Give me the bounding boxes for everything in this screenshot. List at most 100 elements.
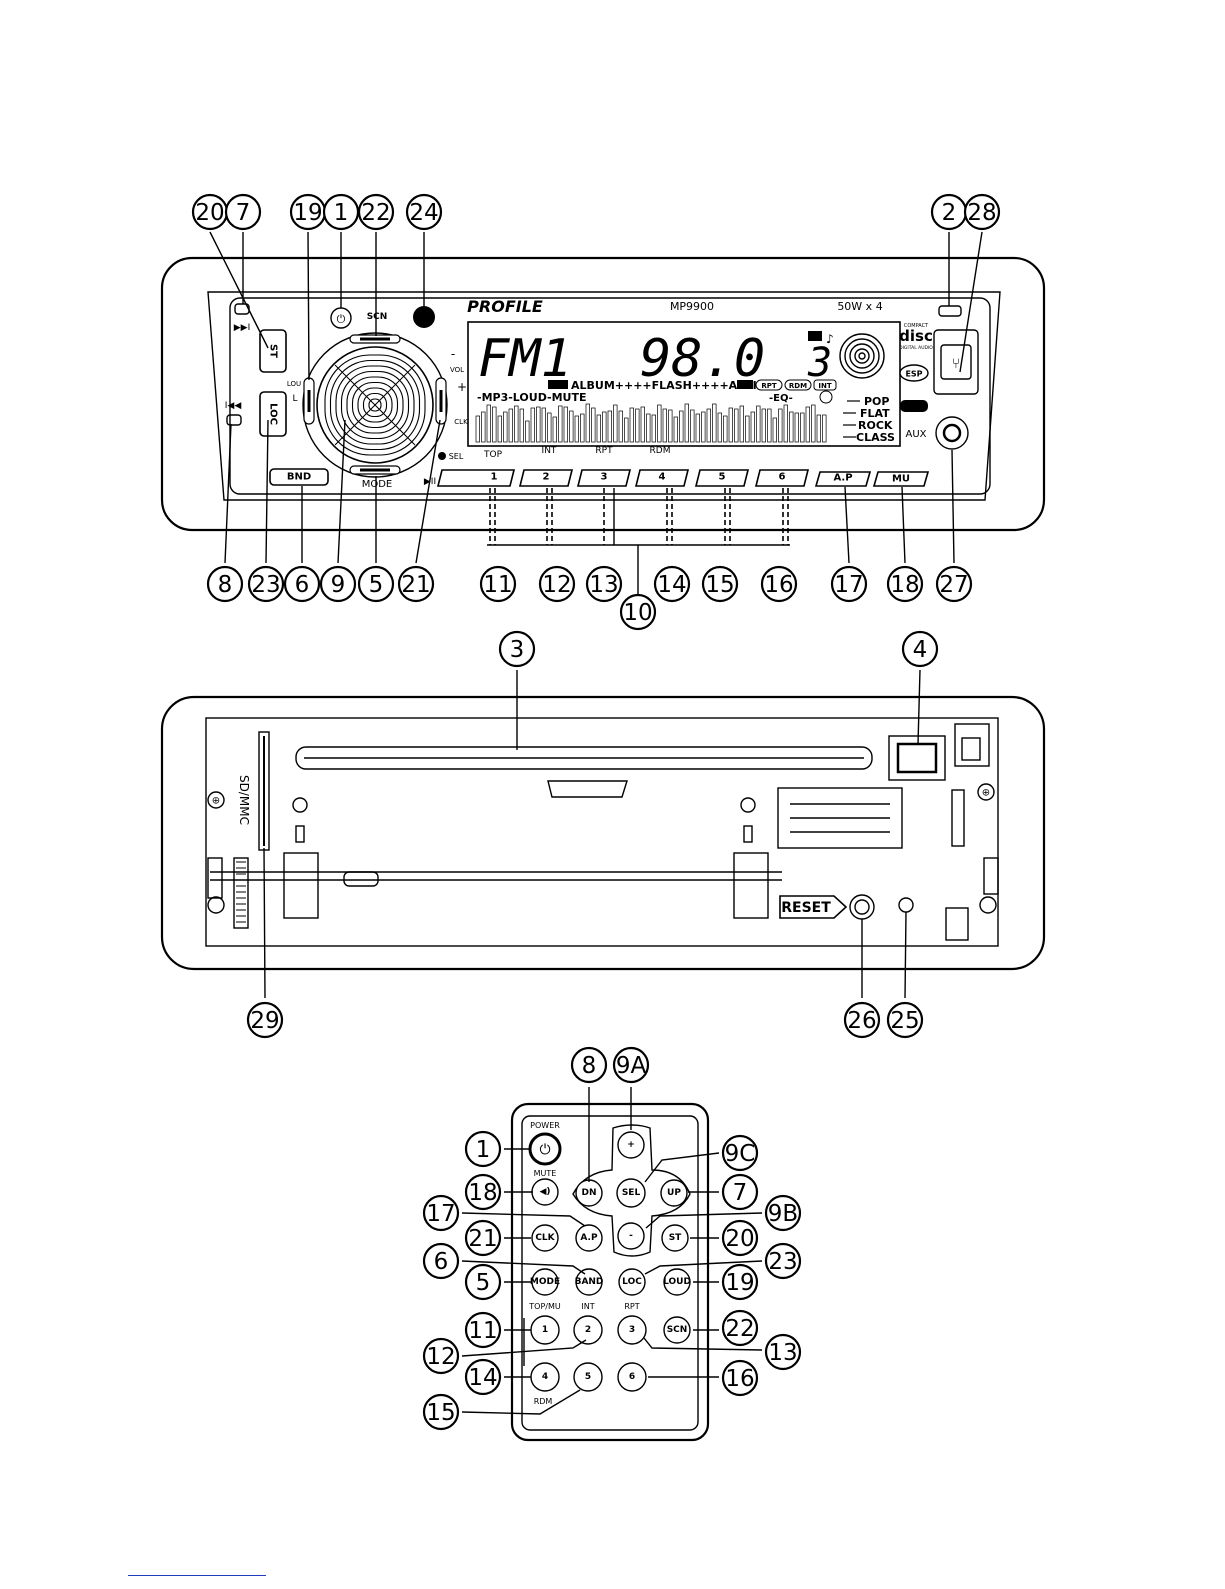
remote-sel-button[interactable]: SEL xyxy=(616,1178,646,1208)
preset-button-4[interactable]: 4 xyxy=(634,469,690,487)
remote-dn-button[interactable]: DN xyxy=(575,1179,603,1207)
front-top-callout: 20 xyxy=(191,193,229,231)
remote-callout: 7 xyxy=(721,1173,759,1211)
callout-number: 6 xyxy=(295,572,310,598)
callout-number: 3 xyxy=(510,637,525,663)
remote-up-button[interactable]: UP xyxy=(660,1179,688,1207)
preset-button-5[interactable]: 5 xyxy=(694,469,750,487)
spectrum-bar xyxy=(574,415,579,443)
callout-number: 20 xyxy=(725,1226,754,1252)
folder-icon xyxy=(808,331,822,341)
front-bottom-callout: 11 xyxy=(479,565,517,603)
preset-button-1[interactable]: 1 xyxy=(436,469,516,487)
spectrum-bar xyxy=(690,409,695,443)
callout-number: 17 xyxy=(834,572,863,598)
knob-ring-line xyxy=(335,365,415,445)
remote-key-4[interactable]: 4 xyxy=(530,1362,560,1392)
spectrum-bar xyxy=(800,412,805,443)
remote-plus-button[interactable]: + xyxy=(617,1131,645,1159)
remote-rdm-label: RDM xyxy=(534,1397,553,1406)
preset-button-2[interactable]: 2 xyxy=(518,469,574,487)
lcd-frequency: 98.0 xyxy=(640,329,765,389)
remote-minus-button[interactable]: - xyxy=(617,1222,645,1250)
loc-button[interactable]: LOC xyxy=(259,391,287,437)
footer-rule xyxy=(128,1575,266,1576)
remote-loud-button[interactable]: LOUD xyxy=(663,1268,691,1296)
remote-loc-button[interactable]: LOC xyxy=(618,1268,646,1296)
reset-button[interactable] xyxy=(849,894,875,920)
preset-button-3[interactable]: 3 xyxy=(576,469,632,487)
remote-key-5[interactable]: 5 xyxy=(573,1362,603,1392)
lcd-dial xyxy=(839,333,885,379)
remote-mode-button[interactable]: MODE xyxy=(530,1268,560,1296)
reset-label: RESET xyxy=(781,900,831,916)
spectrum-bar xyxy=(794,412,799,443)
remote-mute-button[interactable]: ◀) xyxy=(531,1178,559,1206)
top-label: TOP xyxy=(483,450,503,460)
prev-track-button[interactable] xyxy=(226,414,242,426)
usb-port[interactable] xyxy=(940,344,972,380)
lcd-badge-rpt: RPT xyxy=(755,379,783,391)
spectrum-bar xyxy=(789,411,794,443)
front-bottom-callout: 21 xyxy=(397,565,435,603)
spectrum-bar xyxy=(486,404,491,443)
remote-key-2[interactable]: 2 xyxy=(573,1315,603,1345)
knob-ring-line xyxy=(362,392,388,418)
mute-button[interactable]: MU xyxy=(872,471,930,487)
remote-st-button[interactable]: ST xyxy=(661,1224,689,1252)
front-panel: ▶▶I I◀◀ ST LOC BND ⏻ xyxy=(160,256,1046,532)
svg-text:MU: MU xyxy=(892,474,910,485)
disc-slot[interactable] xyxy=(295,746,873,770)
callout-number: 6 xyxy=(434,1249,449,1275)
remote-callout: 21 xyxy=(464,1219,502,1257)
callout-number: 22 xyxy=(361,200,390,226)
release-button[interactable] xyxy=(938,305,962,317)
usb-port-cover[interactable] xyxy=(933,329,979,395)
front-bottom-callout: 10 xyxy=(619,593,657,631)
spectrum-bar xyxy=(525,420,530,443)
screw-left xyxy=(207,791,225,809)
callout-number: 7 xyxy=(733,1180,748,1206)
front-top-callout: 28 xyxy=(963,193,1001,231)
remote-button-label: 4 xyxy=(542,1372,548,1382)
remote-clk-button[interactable]: CLK xyxy=(531,1224,559,1252)
remote-band-button[interactable]: BAND xyxy=(575,1268,604,1296)
remote-power-label: POWER xyxy=(530,1121,560,1130)
remote-callout: 6 xyxy=(422,1242,460,1280)
preset-button-6[interactable]: 6 xyxy=(754,469,810,487)
spectrum-bar xyxy=(563,406,568,443)
dial-ring xyxy=(849,343,875,369)
front-bottom-callout: 5 xyxy=(357,565,395,603)
callout-number: 12 xyxy=(542,572,571,598)
disc-logo-bottom: DIGITAL AUDIO xyxy=(899,345,933,351)
aux-jack[interactable] xyxy=(935,416,969,450)
lcd-eq-label: -EQ- xyxy=(769,393,793,404)
spectrum-bar xyxy=(569,410,574,443)
remote-ap-button[interactable]: A.P xyxy=(575,1224,603,1252)
remote-key-1[interactable]: 1 xyxy=(530,1315,560,1345)
remote-key-3[interactable]: 3 xyxy=(617,1315,647,1345)
aux-jack-inner xyxy=(942,423,962,443)
vol-minus-label: - xyxy=(451,347,455,361)
remote-key-6[interactable]: 6 xyxy=(617,1362,647,1392)
dial-ring xyxy=(858,352,866,360)
lou-label: LOU xyxy=(287,380,301,388)
callout-number: 12 xyxy=(426,1344,455,1370)
eject-button[interactable] xyxy=(896,742,938,774)
remote-callout: 9A xyxy=(612,1046,650,1084)
remote-button-label: 3 xyxy=(629,1325,635,1335)
remote-scn-button[interactable]: SCN xyxy=(663,1316,691,1344)
band-button[interactable]: BND xyxy=(269,468,329,486)
spectrum-bar xyxy=(783,404,788,443)
panel-inner xyxy=(207,291,1001,501)
spectrum-bar xyxy=(811,404,816,443)
spectrum-bar xyxy=(805,406,810,443)
knob-ring xyxy=(302,332,448,478)
auto-preset-button[interactable]: A.P xyxy=(814,471,872,487)
spectrum-bar xyxy=(475,415,480,443)
front-bottom-callout: 16 xyxy=(760,565,798,603)
remote-callout: 1 xyxy=(464,1130,502,1168)
chassis-callout: 26 xyxy=(843,1001,881,1039)
st-button[interactable]: ST xyxy=(259,329,287,373)
